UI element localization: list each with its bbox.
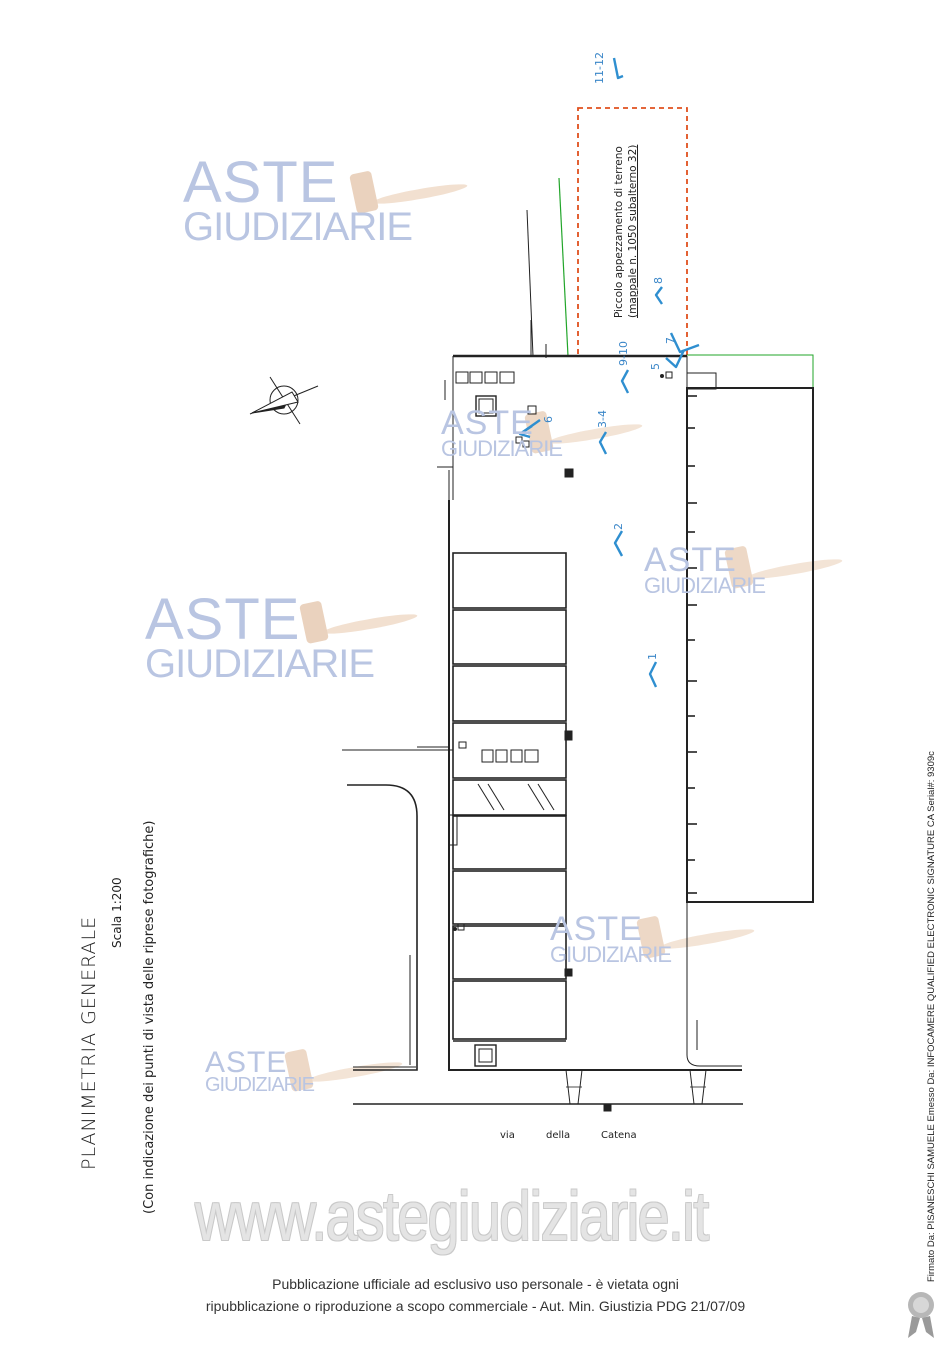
- website-watermark: www.astegiudiziarie.it: [195, 1177, 709, 1255]
- adjacent-building: [686, 372, 814, 903]
- plot-note-line2: (mappale n. 1050 subalterno 32): [627, 144, 639, 318]
- watermark-aste: ASTE: [183, 150, 339, 215]
- building-wall-ticks: [686, 395, 697, 930]
- watermark-aste: ASTE: [145, 587, 301, 652]
- scale-label: Scala 1:200: [110, 877, 124, 948]
- viewpoint-label-1: 1: [646, 653, 659, 660]
- garage-boxes: [452, 552, 567, 1042]
- page-title: PLANIMETRIA GENERALE: [78, 915, 100, 1170]
- plot-note-line1: Piccolo appezzamento di terreno: [613, 146, 625, 318]
- watermark-giudiziarie: GIUDIZIARIE: [550, 941, 672, 967]
- street-word-della: della: [546, 1130, 571, 1141]
- arrow-1-icon: [648, 661, 658, 688]
- watermark-logo-6: ASTE GIUDIZIARIE: [205, 1046, 315, 1096]
- street-word-catena: Catena: [601, 1130, 637, 1141]
- watermark-logo-3: ASTE GIUDIZIARIE: [441, 404, 563, 461]
- digital-signature: Firmato Da: PISANESCHI SAMUELE Emesso Da…: [926, 751, 937, 1282]
- arrow-2-icon: [613, 530, 624, 557]
- watermark-aste: ASTE: [441, 404, 534, 442]
- watermark-giudiziarie: GIUDIZIARIE: [205, 1074, 315, 1096]
- plot-note: Piccolo appezzamento di terreno (mappale…: [612, 145, 640, 318]
- watermark-logo-4: ASTE GIUDIZIARIE: [644, 541, 766, 598]
- viewpoint-arrows: [518, 57, 700, 688]
- viewpoint-label-3-4: 3-4: [596, 410, 609, 428]
- viewpoint-label-7: 7: [664, 337, 677, 344]
- arrow-8-icon: [654, 286, 663, 305]
- watermark-giudiziarie: GIUDIZIARIE: [183, 205, 413, 250]
- watermark-logo-1: ASTE GIUDIZIARIE: [183, 150, 413, 250]
- plot-boundary: [577, 107, 688, 357]
- hatched-ramp: [477, 783, 555, 811]
- seal-icon: [908, 1292, 934, 1338]
- street-word-via: via: [500, 1130, 515, 1141]
- watermark-aste: ASTE: [205, 1046, 288, 1079]
- viewpoint-label-2: 2: [612, 523, 625, 530]
- watermark-logo-2: ASTE GIUDIZIARIE: [145, 587, 375, 687]
- subtitle: (Con indicazione dei punti di vista dell…: [142, 820, 157, 1214]
- green-boundary-line: [558, 177, 569, 357]
- green-boundary-right: [687, 354, 814, 390]
- watermark-giudiziarie: GIUDIZIARIE: [145, 642, 375, 687]
- north-boundary-lines: [526, 209, 547, 358]
- viewpoint-label-8: 8: [652, 277, 665, 284]
- north-arrow-icon: [249, 376, 319, 425]
- viewpoint-label-5: 5: [649, 363, 662, 370]
- arrow-5-icon: [665, 349, 686, 369]
- viewpoint-label-11-12: 11-12: [593, 52, 606, 84]
- footer-line1: Pubblicazione ufficiale ad esclusivo uso…: [272, 1276, 679, 1292]
- arrow-7-icon: [669, 332, 700, 354]
- footer-line2: ripubblicazione o riproduzione a scopo c…: [205, 1298, 746, 1314]
- roads: [342, 746, 743, 1105]
- watermark-giudiziarie: GIUDIZIARIE: [441, 435, 563, 461]
- viewpoint-label-9-10: 9-10: [617, 341, 630, 366]
- site-details: [448, 371, 673, 1112]
- arrow-3-4-icon: [598, 431, 608, 455]
- watermark-aste: ASTE: [550, 910, 643, 948]
- arrow-11-12-icon: [612, 57, 624, 80]
- watermark-logo-5: ASTE GIUDIZIARIE: [550, 910, 672, 967]
- watermark-aste: ASTE: [644, 541, 737, 579]
- watermark-giudiziarie: GIUDIZIARIE: [644, 572, 766, 598]
- arrow-9-10-icon: [620, 369, 630, 394]
